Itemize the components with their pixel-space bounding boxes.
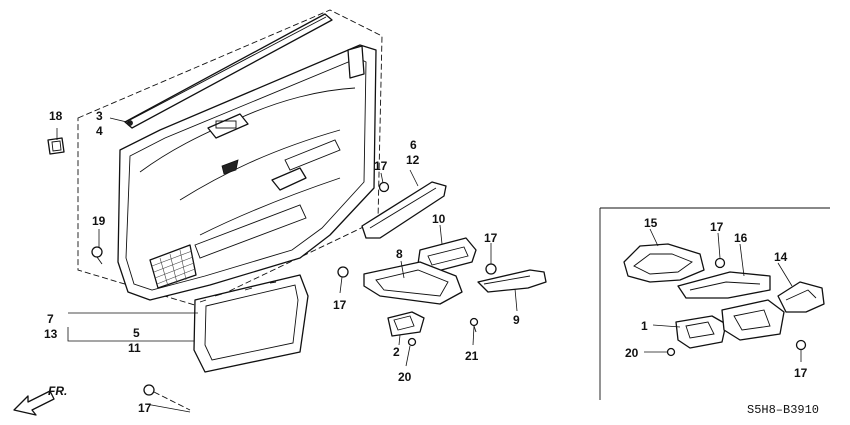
clip-17-left [337,266,349,278]
clip-18 [47,137,65,155]
callout-7: 7 [47,312,54,326]
bezel-16 [677,271,771,299]
callout-17-variant-bottom: 17 [794,366,808,380]
callout-2: 2 [393,345,400,359]
callout-8: 8 [396,247,403,261]
callout-9: 9 [513,313,520,327]
callout-11: 11 [128,341,141,355]
callout-19: 19 [92,214,106,228]
callout-20-right: 20 [625,346,639,360]
handle-frame-8 [363,261,463,305]
door-pocket-bezel [193,274,309,373]
callout-5: 5 [133,326,140,340]
callout-17-variant-top: 17 [710,220,724,234]
front-direction-arrow [13,390,55,416]
callout-15: 15 [644,216,658,230]
handle-14 [777,281,825,313]
screw-19 [91,246,103,265]
variant-box [599,207,830,400]
callout-17-right: 17 [484,231,498,245]
callout-4: 4 [96,124,103,138]
callout-13: 13 [44,327,58,341]
leader-lines [56,117,802,413]
weatherstrip [124,13,333,129]
armrest-15 [623,243,705,283]
clip-17-variant-upper [714,257,726,269]
pull-handle-9 [477,269,547,293]
callout-10: 10 [432,212,446,226]
clip-17-variant-lower [795,339,807,351]
callout-17-bottom-left: 17 [138,401,152,415]
callout-17-top: 17 [374,159,388,173]
switch-assembly-1 [675,299,785,349]
clip-17-right [485,263,497,275]
callout-21: 21 [465,349,479,363]
callout-16: 16 [734,231,748,245]
screw-20-left [407,337,417,347]
callout-18: 18 [49,109,63,123]
callout-3: 3 [96,109,103,123]
armrest-cover [361,181,447,239]
front-direction-label: FR. [48,384,68,398]
switch-2 [387,311,425,337]
clip-17-upper [378,181,390,193]
clip-17-bottom [143,384,191,411]
callout-14: 14 [774,250,788,264]
callout-1: 1 [641,319,648,333]
screw-20-right [666,347,676,357]
callout-6: 6 [410,138,417,152]
callout-20-left: 20 [398,370,412,384]
callout-17-mid-left: 17 [333,298,347,312]
door-panel [117,44,377,301]
callout-12: 12 [406,153,420,167]
diagram-code: S5H8–B3910 [747,403,820,417]
